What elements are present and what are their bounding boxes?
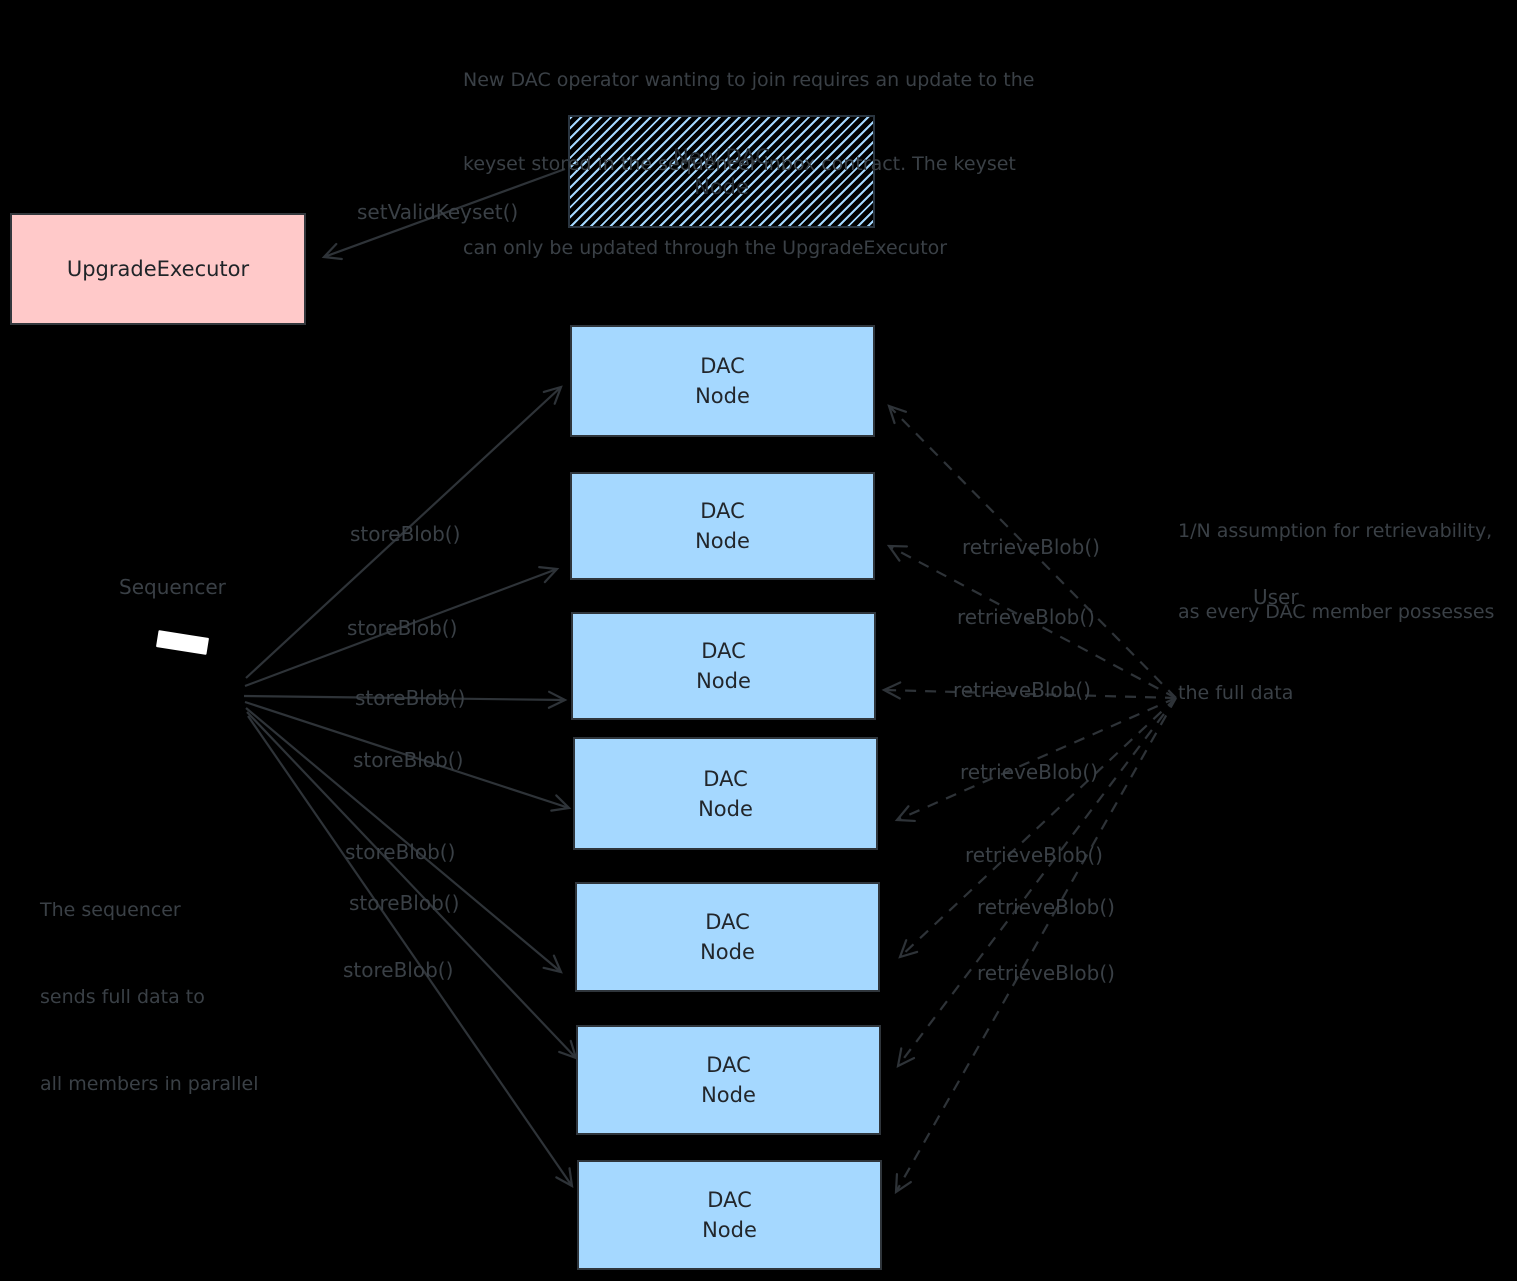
store-blob-arrow-5 xyxy=(245,707,563,974)
top-annotation-line: can only be updated through the UpgradeE… xyxy=(463,237,948,259)
upgrade-executor-box: UpgradeExecutor xyxy=(10,213,306,325)
user-label: User xyxy=(1253,585,1299,609)
dac-node-box-7: DAC Node xyxy=(577,1160,882,1270)
dac-node-label-line1: DAC xyxy=(701,639,746,663)
upgrade-executor-label: UpgradeExecutor xyxy=(66,257,250,281)
top-annotation-line: keyset stored in the sequencer inbox con… xyxy=(463,153,1016,175)
right-annotation: 1/N assumption for retrievability, as ev… xyxy=(1178,464,1494,761)
dac-node-label-line1: DAC xyxy=(700,499,745,523)
dac-node-label-line1: DAC xyxy=(706,1053,751,1077)
sequencer-label: Sequencer xyxy=(119,575,226,599)
top-annotation-line: New DAC operator wanting to join require… xyxy=(463,69,1035,91)
store-blob-arrow-2 xyxy=(244,566,560,688)
retrieve-blob-arrow-5 xyxy=(898,697,1177,959)
retrieve-blob-label-4: retrieveBlob() xyxy=(960,760,1098,784)
dac-node-label-line2: Node xyxy=(695,384,750,408)
right-annotation-line: 1/N assumption for retrievability, xyxy=(1178,520,1493,542)
dac-node-label-line2: Node xyxy=(702,1218,757,1242)
store-blob-arrow-7 xyxy=(247,715,574,1189)
dac-node-label-line2: Node xyxy=(698,796,753,821)
new-dac-node-box: New DAC Node xyxy=(568,115,875,228)
retrieve-blob-arrow-3 xyxy=(881,681,1177,700)
retrieve-blob-label-2: retrieveBlob() xyxy=(957,605,1095,629)
store-blob-label-4: storeBlob() xyxy=(353,748,464,772)
retrieve-blob-label-5: retrieveBlob() xyxy=(965,843,1103,867)
dac-node-box-2: DAC Node xyxy=(570,472,875,580)
store-blob-label-1: storeBlob() xyxy=(350,522,461,546)
store-blob-arrow-6 xyxy=(246,711,578,1060)
store-blob-label-2: storeBlob() xyxy=(347,616,458,640)
dac-node-label-line1: DAC xyxy=(705,910,750,934)
dac-node-label-line2: Node xyxy=(700,940,755,964)
top-annotation: New DAC operator wanting to join require… xyxy=(463,10,1034,318)
dac-node-label-line1: DAC xyxy=(707,1188,752,1212)
set-valid-keyset-label: setValidKeyset() xyxy=(357,200,519,224)
left-annotation-line: The sequencer xyxy=(40,899,181,921)
retrieve-blob-label-1: retrieveBlob() xyxy=(962,535,1100,559)
dac-node-box-4: DAC Node xyxy=(573,737,878,850)
store-blob-label-5: storeBlob() xyxy=(345,840,456,864)
dac-node-label-line1: DAC xyxy=(703,766,748,791)
new-dac-node-label-line2: Node xyxy=(694,174,749,199)
store-blob-arrow-3 xyxy=(243,690,568,709)
retrieve-blob-arrow-4 xyxy=(894,696,1177,823)
dac-node-box-6: DAC Node xyxy=(576,1025,881,1135)
store-blob-arrow-1 xyxy=(245,385,563,679)
dac-node-label-line1: DAC xyxy=(700,354,745,378)
retrieve-blob-label-6: retrieveBlob() xyxy=(977,895,1115,919)
dac-node-box-5: DAC Node xyxy=(575,882,880,992)
retrieve-blob-arrow-2 xyxy=(886,544,1177,699)
store-blob-arrow-4 xyxy=(244,700,572,812)
store-blob-label-6: storeBlob() xyxy=(349,891,460,915)
retrieve-blob-arrow-7 xyxy=(894,697,1177,1195)
right-annotation-line: the full data xyxy=(1178,682,1294,704)
left-annotation-line: sends full data to xyxy=(40,986,205,1008)
dac-node-label-line2: Node xyxy=(701,1083,756,1107)
dac-node-box-3: DAC Node xyxy=(571,612,876,720)
store-blob-label-7: storeBlob() xyxy=(343,958,454,982)
right-annotation-line: as every DAC member possesses xyxy=(1178,601,1495,623)
set-valid-keyset-arrow xyxy=(321,167,566,261)
retrieve-blob-label-7: retrieveBlob() xyxy=(977,961,1115,985)
left-annotation: The sequencer sends full data to all mem… xyxy=(40,838,259,1157)
left-annotation-line: all members in parallel xyxy=(40,1073,259,1095)
retrieve-blob-arrow-6 xyxy=(896,697,1177,1068)
store-blob-label-3: storeBlob() xyxy=(355,686,466,710)
dac-node-label-line2: Node xyxy=(696,669,751,693)
dac-node-box-1: DAC Node xyxy=(570,325,875,437)
retrieve-blob-label-3: retrieveBlob() xyxy=(953,678,1091,702)
new-dac-node-label-line1: New DAC xyxy=(673,144,770,169)
dac-node-label-line2: Node xyxy=(695,529,750,553)
retrieve-blob-arrow-1 xyxy=(887,404,1177,699)
